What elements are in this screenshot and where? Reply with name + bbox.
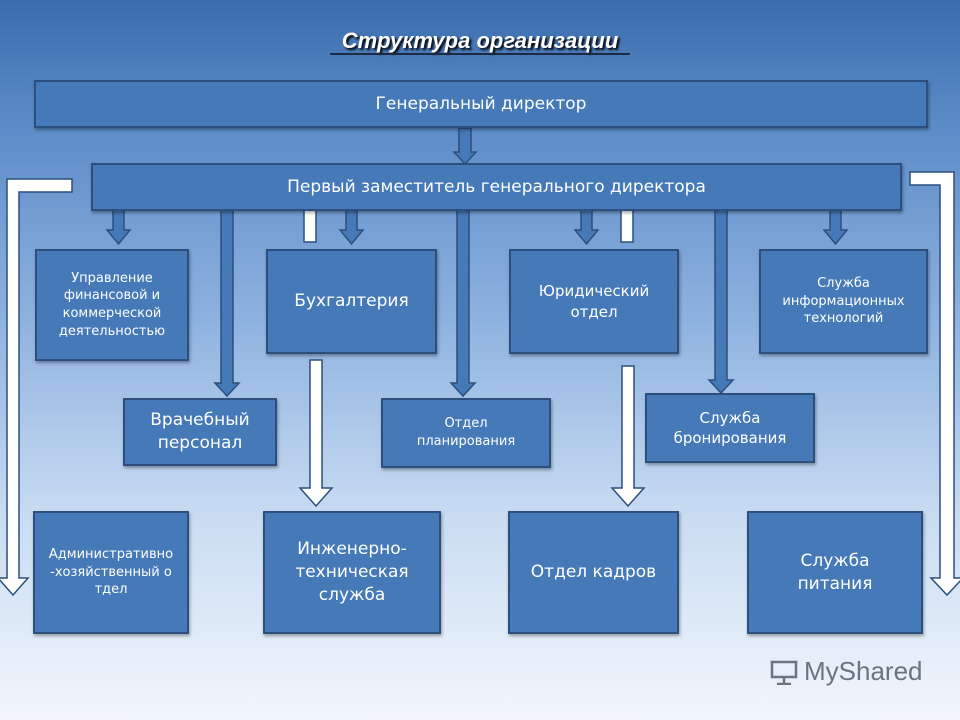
arrow-to-booking [707,209,735,395]
arrow-to-it [822,209,849,246]
watermark: MyShared [770,656,923,687]
arrow-general-to-deputy [452,127,478,166]
box-hr: Отдел кадров [508,511,679,634]
arrow-to-finance [105,209,132,246]
arrow-to-planning [449,209,477,398]
box-admin: Административно-хозяйственный отдел [33,511,189,634]
arrow-to-accounting [338,209,365,246]
box-medical: Врачебный персонал [123,398,277,466]
arrow-to-medical [213,209,241,398]
hollow-arrow-right-to-catering [909,171,960,597]
hollow-bar-legal [620,209,634,243]
presentation-icon [770,660,798,685]
box-catering: Служба питания [747,511,923,634]
box-engineering: Инженерно-техническая служба [263,511,441,634]
box-planning: Отдел планирования [381,398,551,468]
hollow-arrow-to-hr [610,365,646,508]
hollow-arrow-to-engineering [298,359,334,508]
box-it: Служба информационных технологий [759,249,928,354]
page-title: Структура организации [341,28,619,53]
hollow-arrow-left-to-admin [0,178,73,597]
box-booking: Служба бронирования [645,393,815,463]
hollow-bar-accounting [303,209,317,243]
box-general-director: Генеральный директор [34,80,928,128]
box-accounting: Бухгалтерия [266,249,437,354]
title-underline [330,53,630,55]
box-legal: Юридический отдел [509,249,679,354]
watermark-text: MyShared [804,656,923,686]
arrow-to-legal [573,209,600,246]
box-first-deputy: Первый заместитель генерального директор… [91,163,902,211]
box-finance: Управление финансовой и коммерческой дея… [35,249,189,361]
